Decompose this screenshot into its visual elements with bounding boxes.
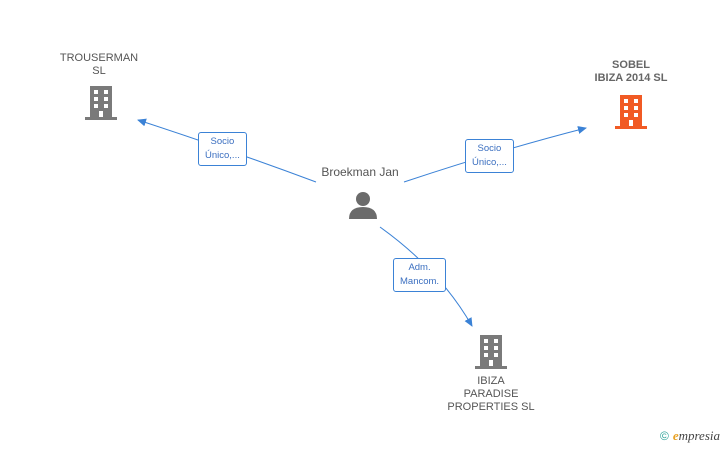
company-name-line1: TROUSERMAN [59,52,139,64]
company-name-line2: IBIZA 2014 SL [594,72,668,84]
empresia-logo[interactable]: empresia [673,428,720,444]
copyright-symbol: © [659,429,669,443]
edge-role-line1: Socio [210,136,235,147]
edge-label-trouserman[interactable]: Socio Único,... [198,132,247,166]
edge-role-line2: Mancom. [400,276,440,287]
building-icon[interactable] [475,335,507,369]
company-name-line2: SL [92,65,106,77]
edge-label-ibiza[interactable]: Adm. Mancom. [393,258,447,292]
company-name-line1: SOBEL [612,59,650,71]
brand-rest: mpresia [678,428,720,443]
company-name-line1: IBIZA [477,375,505,387]
edge-role-line1: Socio [477,143,502,154]
edge-role-line1: Adm. [408,262,431,273]
company-name-line2: PARADISE [463,388,519,400]
company-label-trouserman[interactable]: TROUSERMAN SL [58,52,140,78]
edge-role-line2: Único,... [205,150,240,161]
person-name[interactable]: Broekman Jan [321,165,399,179]
company-name-line3: PROPERTIES SL [447,401,535,413]
building-icon[interactable] [615,95,647,129]
person-icon[interactable] [348,191,378,219]
building-icon[interactable] [85,86,117,120]
edge-role-line2: Único,... [472,157,507,168]
brand-initial: e [672,428,679,443]
company-label-sobel[interactable]: SOBEL IBIZA 2014 SL [576,59,686,85]
copyright-footer: © empresia [660,428,720,444]
company-label-ibiza[interactable]: IBIZA PARADISE PROPERTIES SL [436,375,546,414]
edge-label-sobel[interactable]: Socio Único,... [465,139,514,173]
